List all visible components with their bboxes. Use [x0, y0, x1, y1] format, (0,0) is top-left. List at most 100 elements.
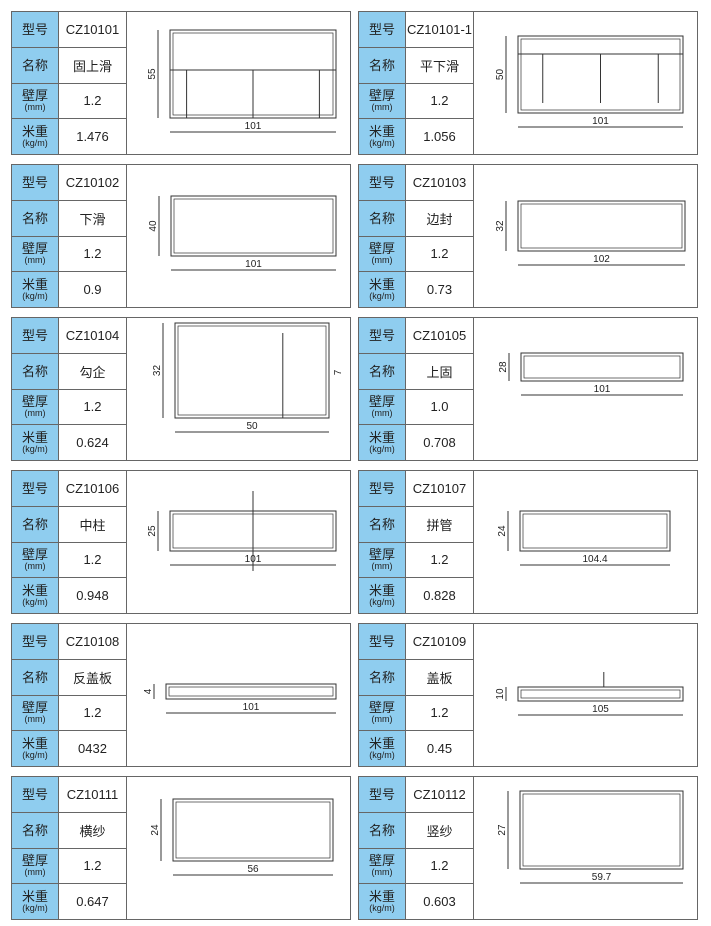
label-wall: 壁厚: [21, 547, 48, 563]
value-name: 固上滑: [59, 48, 126, 84]
label-cell: 米重(kg/m): [359, 425, 405, 460]
label-cell: 壁厚(mm): [359, 848, 405, 885]
label-weight: 米重: [21, 277, 48, 293]
label-model: 型号: [21, 174, 48, 190]
value-name: 盖板: [406, 660, 473, 696]
label-name: 名称: [21, 57, 48, 73]
dimension-width-label: 104.4: [582, 554, 607, 565]
value-wall: 1.2: [59, 237, 126, 273]
profile-outline: [165, 683, 337, 700]
label-unit: (kg/m): [369, 903, 395, 914]
label-wall: 壁厚: [368, 700, 395, 716]
value-name: 边封: [406, 201, 473, 237]
label-model: 型号: [21, 327, 48, 343]
label-unit: (mm): [371, 255, 393, 266]
label-cell: 型号: [12, 777, 58, 813]
value-model: CZ10102: [59, 165, 126, 201]
label-cell: 壁厚(mm): [12, 542, 58, 579]
value-wall: 1.2: [406, 696, 473, 732]
dimension-width-label: 59.7: [592, 872, 612, 883]
label-name: 名称: [21, 516, 48, 532]
label-cell: 壁厚(mm): [12, 236, 58, 273]
value-weight: 0432: [78, 741, 107, 757]
label-unit: (mm): [371, 102, 393, 113]
label-cell: 米重(kg/m): [12, 578, 58, 613]
label-wall: 壁厚: [368, 394, 395, 410]
profile-outline: [170, 195, 337, 257]
label-unit: (kg/m): [22, 138, 48, 149]
dimension-width-label: 101: [594, 384, 611, 395]
profile-inner-wall: [520, 203, 683, 249]
label-unit: (kg/m): [369, 597, 395, 608]
profile-drawing: 59.7 27: [474, 777, 697, 919]
label-model: 型号: [21, 21, 48, 37]
profile-outline: [517, 686, 684, 702]
label-unit: (mm): [371, 408, 393, 419]
label-unit: (kg/m): [22, 750, 48, 761]
profile-outline: [172, 798, 334, 862]
dimension-height-label: 32: [495, 220, 506, 232]
label-cell: 型号: [12, 12, 58, 48]
label-cell: 壁厚(mm): [359, 542, 405, 579]
label-unit: (mm): [371, 867, 393, 878]
dimension-height-label: 28: [498, 361, 509, 373]
dimension-width-label: 101: [243, 702, 260, 713]
value-wall: 1.2: [59, 543, 126, 579]
dimension-width-label: 102: [593, 254, 610, 265]
label-wall: 壁厚: [21, 700, 48, 716]
profile-outline: [174, 322, 330, 419]
label-cell: 壁厚(mm): [12, 848, 58, 885]
label-weight: 米重: [21, 889, 48, 905]
value-weight: 0.948: [76, 588, 109, 604]
label-wall: 壁厚: [21, 88, 48, 104]
profile-outline: [517, 35, 684, 114]
value-wall: 1.2: [406, 237, 473, 273]
label-weight: 米重: [21, 124, 48, 140]
dimension-height-label: 27: [497, 824, 508, 836]
label-name: 名称: [368, 669, 395, 685]
label-wall: 壁厚: [368, 853, 395, 869]
profile-drawing: 102 32: [474, 165, 697, 307]
label-cell: 壁厚(mm): [359, 695, 405, 732]
label-weight: 米重: [368, 277, 395, 293]
dimension-width-label: 50: [246, 421, 258, 432]
label-name: 名称: [368, 210, 395, 226]
label-weight: 米重: [21, 583, 48, 599]
value-name: 横纱: [59, 813, 126, 849]
label-unit: (kg/m): [22, 291, 48, 302]
label-column: 型号名称壁厚(mm)米重(kg/m): [359, 471, 406, 613]
label-cell: 壁厚(mm): [359, 236, 405, 273]
value-model: CZ10101: [59, 12, 126, 48]
label-unit: (mm): [371, 714, 393, 725]
dimension-height-label: 4: [143, 688, 154, 694]
label-wall: 壁厚: [368, 241, 395, 257]
label-column: 型号名称壁厚(mm)米重(kg/m): [12, 12, 59, 154]
label-column: 型号名称壁厚(mm)米重(kg/m): [12, 165, 59, 307]
profile-inner-wall: [522, 513, 668, 549]
value-model: CZ10106: [59, 471, 126, 507]
label-name: 名称: [21, 363, 48, 379]
profile-outline: [519, 510, 671, 552]
label-cell: 名称: [359, 506, 405, 543]
dimension-height-label: 55: [147, 68, 158, 80]
label-unit: (kg/m): [369, 750, 395, 761]
label-cell: 名称: [12, 353, 58, 390]
label-unit: (mm): [24, 714, 46, 725]
label-column: 型号名称壁厚(mm)米重(kg/m): [359, 624, 406, 766]
value-model: CZ10101-1: [406, 12, 473, 48]
label-column: 型号名称壁厚(mm)米重(kg/m): [12, 624, 59, 766]
label-weight: 米重: [368, 889, 395, 905]
profile-inner-wall: [173, 198, 334, 254]
